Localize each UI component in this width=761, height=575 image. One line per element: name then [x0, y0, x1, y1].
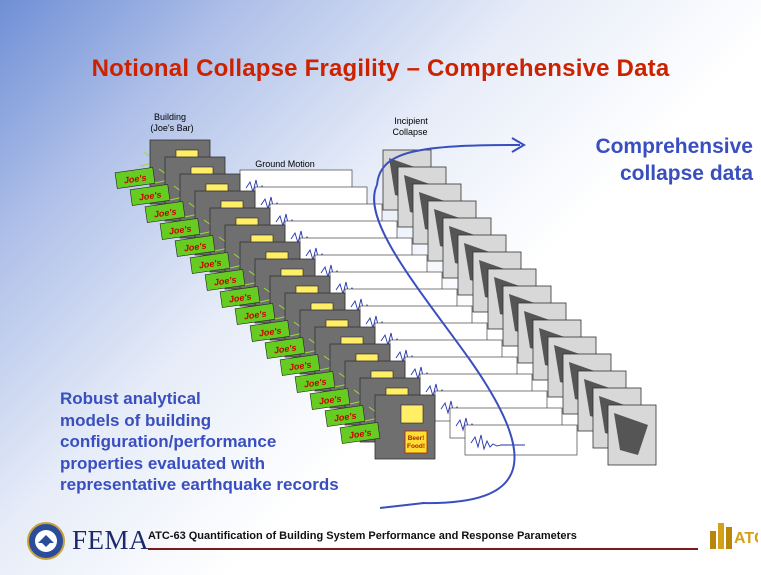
footer-divider	[148, 548, 698, 550]
seismogram-trace	[470, 434, 525, 451]
joes-sign	[249, 320, 291, 342]
joes-sign	[174, 235, 216, 257]
atc-logo-icon: ATC	[710, 523, 758, 549]
joes-sign	[204, 269, 246, 291]
joes-sign	[114, 167, 156, 189]
ground-motion-label: Ground Motion	[255, 159, 315, 169]
comprehensive-callout: Comprehensive collapse data	[548, 133, 753, 187]
joes-sign-label: Joe's	[303, 376, 327, 389]
joes-sign	[264, 337, 306, 359]
joes-sign-label: Joe's	[153, 206, 177, 219]
comprehensive-line-2: collapse data	[619, 162, 753, 185]
joes-sign	[324, 405, 366, 427]
beer-food-sign: Beer!Food!	[404, 430, 428, 454]
building-stack: Joe'sJoe'sJoe'sJoe'sJoe'sJoe'sJoe'sJoe's…	[114, 139, 657, 466]
joes-sign	[234, 303, 276, 325]
joes-sign	[279, 354, 321, 376]
joes-sign-label: Joe's	[258, 325, 282, 338]
joes-sign-label: Joe's	[333, 410, 357, 423]
building-label: Building	[154, 112, 186, 122]
collapse-label: Collapse	[392, 127, 427, 137]
robust-models-callout: Robust analytical models of building con…	[60, 388, 380, 496]
building-window	[400, 404, 424, 424]
robust-line-5: representative earthquake records	[60, 475, 339, 494]
joes-sign	[144, 201, 186, 223]
joes-sign	[189, 252, 231, 274]
stack-slice: Joe's	[339, 394, 657, 466]
fema-seal-icon	[27, 522, 65, 560]
footer-title: ATC-63 Quantification of Building System…	[148, 530, 577, 542]
joes-sign-label: Joe's	[183, 240, 207, 253]
joes-sign	[339, 422, 381, 444]
joes-bar-label: (Joe's Bar)	[150, 123, 193, 133]
joes-sign	[129, 184, 171, 206]
fema-wordmark: FEMA	[72, 525, 150, 555]
joes-sign	[309, 388, 351, 410]
joes-sign-label: Joe's	[273, 342, 297, 355]
robust-line-4: properties evaluated with	[60, 453, 265, 473]
joes-sign	[219, 286, 261, 308]
joes-sign-label: Joe's	[318, 393, 342, 406]
robust-line-2: models of building	[60, 410, 212, 430]
collapse-debris	[614, 413, 648, 455]
incipient-label: Incipient	[394, 116, 428, 126]
robust-line-3: configuration/performance	[60, 432, 277, 451]
arrow-bottom-stub	[379, 502, 425, 509]
arrow-bottom-line	[373, 184, 516, 505]
svg-text:ATC: ATC	[734, 530, 758, 547]
joes-sign-label: Joe's	[138, 189, 162, 202]
joes-sign-label: Joe's	[288, 359, 312, 372]
joes-sign-label: Joe's	[168, 223, 192, 236]
svg-text:Beer!: Beer!	[408, 435, 425, 442]
svg-text:Food!: Food!	[407, 443, 425, 450]
joes-sign	[294, 371, 336, 393]
joes-sign-label: Joe's	[348, 427, 372, 440]
joes-sign	[159, 218, 201, 240]
page-title: Notional Collapse Fragility – Comprehens…	[91, 55, 670, 82]
comprehensive-line-1: Comprehensive	[595, 135, 753, 158]
joes-sign-label: Joe's	[213, 274, 237, 287]
joes-sign-label: Joe's	[228, 291, 252, 304]
joes-sign-label: Joe's	[123, 172, 147, 185]
robust-line-1: Robust analytical	[60, 389, 201, 408]
arrow-top-line	[376, 144, 521, 186]
joes-sign-label: Joe's	[243, 308, 267, 321]
joes-sign-label: Joe's	[198, 257, 222, 270]
ground-motion-card	[464, 424, 578, 456]
arrow-icon	[511, 137, 526, 153]
